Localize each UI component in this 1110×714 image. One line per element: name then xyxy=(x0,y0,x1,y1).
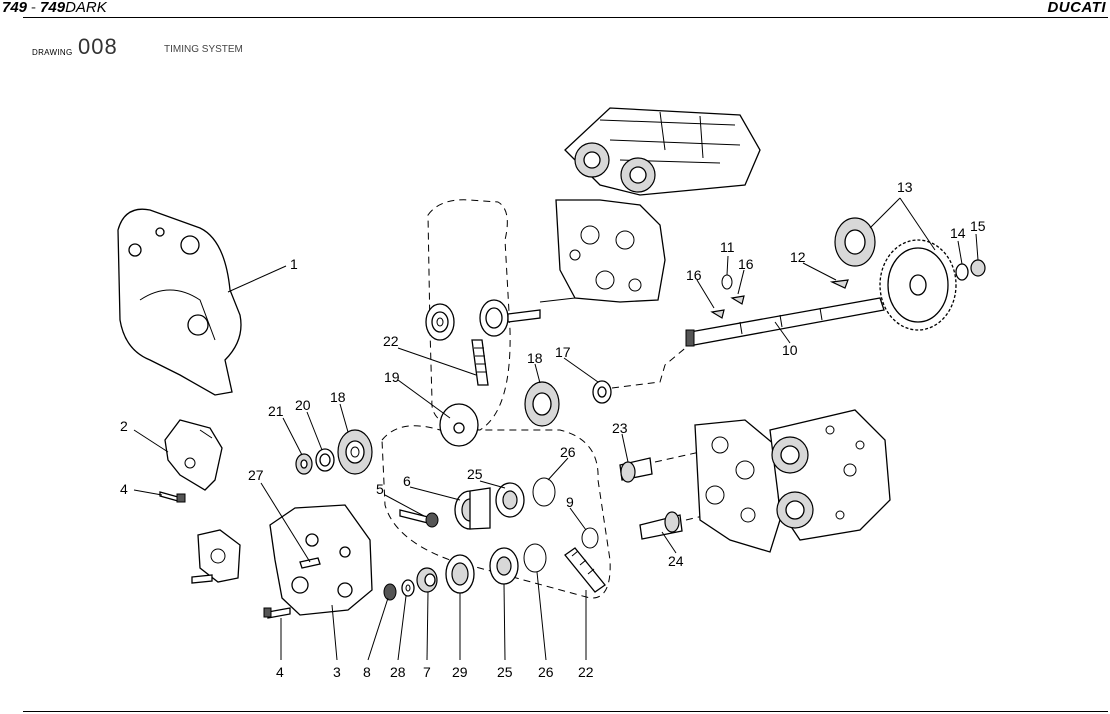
spacer-17 xyxy=(592,380,612,404)
small-belt-guard xyxy=(164,419,223,491)
screw-4-side xyxy=(191,574,213,584)
callout-4-lower: 4 xyxy=(276,664,284,680)
pulley-18-lower xyxy=(337,429,373,475)
callout-25-mid: 25 xyxy=(467,466,483,482)
upper-head-casting xyxy=(555,199,666,303)
camshaft-10 xyxy=(685,297,885,347)
callout-18-lower: 18 xyxy=(330,389,346,405)
model-name: 749-749DARK xyxy=(2,0,107,16)
gasket-plate xyxy=(197,529,241,583)
callout-16-right: 16 xyxy=(738,256,754,272)
header-rule xyxy=(23,17,1108,18)
callout-24: 24 xyxy=(668,553,684,569)
model-b-suffix: DARK xyxy=(65,0,107,16)
callout-3: 3 xyxy=(333,664,341,680)
key-12 xyxy=(829,279,849,289)
washer-20 xyxy=(315,448,335,472)
belt-22-upper-segment xyxy=(471,339,489,386)
brand-logo: DUCATI xyxy=(1047,0,1106,16)
nut-8 xyxy=(383,583,397,601)
leader-lines xyxy=(133,197,979,661)
bolt-27 xyxy=(299,557,321,569)
page-header: 749-749DARK DUCATI xyxy=(0,0,1110,18)
drawing-number: 008 xyxy=(78,34,118,59)
callout-8: 8 xyxy=(363,664,371,680)
lower-head-gears xyxy=(771,436,814,529)
footer-rule xyxy=(23,711,1108,712)
callout-28: 28 xyxy=(390,664,406,680)
model-a: 749 xyxy=(2,0,28,16)
callout-23: 23 xyxy=(612,420,628,436)
callout-5: 5 xyxy=(376,481,384,497)
upper-timing-belt xyxy=(427,199,511,431)
eccentric-7 xyxy=(416,567,438,593)
drawing-label: DRAWING xyxy=(32,48,73,57)
callout-16-left: 16 xyxy=(686,267,702,283)
screw-4-upper xyxy=(159,491,186,503)
upper-shaft-line xyxy=(539,297,576,303)
callout-10: 10 xyxy=(782,342,798,358)
model-separator: - xyxy=(31,0,37,16)
drawing-title: TIMING SYSTEM xyxy=(164,44,243,55)
washer-14 xyxy=(955,263,969,281)
callout-2: 2 xyxy=(120,418,128,434)
model-b: 749 xyxy=(40,0,66,16)
nut-15 xyxy=(970,259,986,277)
callout-22-upper: 22 xyxy=(383,333,399,349)
key-16-right xyxy=(730,295,745,305)
bearing-25-mid xyxy=(495,482,525,518)
shaft-axis-line xyxy=(611,339,696,389)
belt-22-lower-segment xyxy=(564,547,606,593)
nut-21 xyxy=(295,453,313,475)
callout-1: 1 xyxy=(290,256,298,272)
stud-23 xyxy=(619,457,653,483)
callout-7: 7 xyxy=(423,664,431,680)
upper-pulley-right xyxy=(479,299,541,337)
callout-11: 11 xyxy=(720,239,735,255)
callout-26-lower: 26 xyxy=(538,664,554,680)
timing-cover-front xyxy=(269,504,373,616)
upper-pulley-left xyxy=(425,303,455,341)
circlip-11 xyxy=(721,274,733,290)
timing-cover-rear xyxy=(117,208,242,396)
callout-26-mid: 26 xyxy=(560,444,576,460)
callout-15: 15 xyxy=(970,218,986,234)
callout-6: 6 xyxy=(403,473,411,489)
tensioner-roller-6 xyxy=(454,487,491,530)
callout-25-lower: 25 xyxy=(497,664,513,680)
lower-timing-belt xyxy=(381,425,611,599)
washer-28 xyxy=(401,579,415,597)
callout-13: 13 xyxy=(897,179,913,195)
callout-21: 21 xyxy=(268,403,284,419)
lower-head-casting xyxy=(694,419,781,553)
screw-4-lower xyxy=(263,607,291,619)
gear-13-small xyxy=(834,217,876,267)
upper-head-cover-gears xyxy=(574,142,656,193)
pulley-18-upper xyxy=(524,381,560,427)
callout-19: 19 xyxy=(384,369,400,385)
callout-17: 17 xyxy=(555,344,571,360)
callout-18-upper: 18 xyxy=(527,350,543,366)
callout-22-lower: 22 xyxy=(578,664,594,680)
circlip-26-mid xyxy=(532,477,556,507)
circlip-26-lower xyxy=(523,543,547,573)
key-16-left xyxy=(710,309,725,319)
stud-24 xyxy=(639,511,683,540)
callout-14: 14 xyxy=(950,225,966,241)
upper-head-cover xyxy=(564,107,761,196)
callout-20: 20 xyxy=(295,397,311,413)
gear-13-large xyxy=(879,239,957,331)
washer-plate-19 xyxy=(439,403,479,447)
circlip-9 xyxy=(581,527,599,549)
callout-labels: 1 2 4 27 4 3 8 28 7 29 25 26 22 21 20 18… xyxy=(120,179,986,680)
roller-29 xyxy=(445,554,475,594)
callout-12: 12 xyxy=(790,249,806,265)
callout-29: 29 xyxy=(452,664,468,680)
callout-27: 27 xyxy=(248,467,264,483)
callout-9: 9 xyxy=(566,494,574,510)
callout-4-upper: 4 xyxy=(120,481,128,497)
bolt-5 xyxy=(399,509,439,528)
bearing-25-lower xyxy=(489,547,519,585)
